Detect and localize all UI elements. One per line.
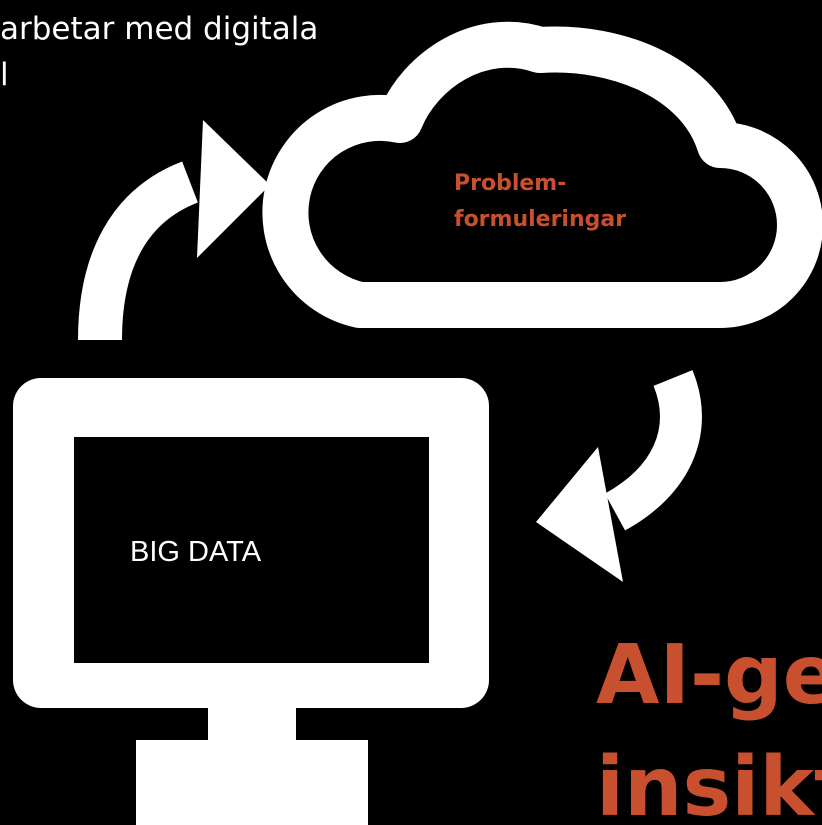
insight-heading: AI-ge insikt <box>596 620 822 825</box>
monitor-screen-label: BIG DATA <box>130 536 262 568</box>
cloud-label-line2: formuleringar <box>454 207 627 232</box>
cloud-icon <box>262 21 822 328</box>
cloud-label: Problem- formuleringar <box>454 166 626 238</box>
insight-heading-line2: insikt <box>596 740 822 825</box>
header-text: arbetar med digitala l <box>0 6 318 98</box>
monitor-icon <box>13 378 489 825</box>
curved-arrow-down-left-icon <box>536 370 702 582</box>
curved-arrow-up-right-icon <box>78 120 270 341</box>
header-text-line1: arbetar med digitala <box>0 11 319 47</box>
header-text-line2: l <box>0 57 9 93</box>
cloud-label-line1: Problem- <box>454 171 567 196</box>
insight-heading-line1: AI-ge <box>596 628 822 723</box>
